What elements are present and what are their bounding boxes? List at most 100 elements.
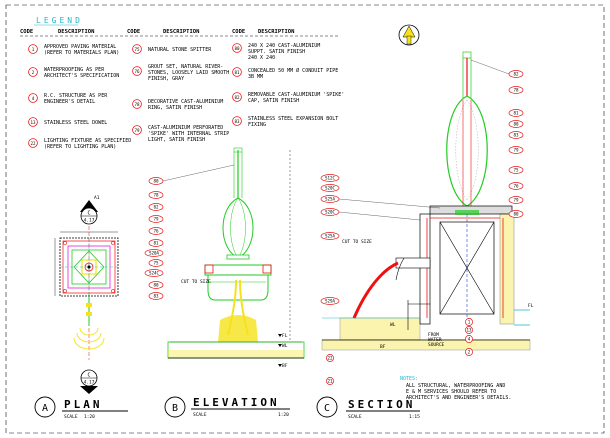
section-tag-76: 76 <box>508 182 524 190</box>
svg-text:81: 81 <box>234 70 240 75</box>
svg-text:80: 80 <box>234 46 240 51</box>
svg-text:APPROVED PAVING MATERIAL: APPROVED PAVING MATERIAL <box>44 44 116 50</box>
svg-text:81: 81 <box>153 241 159 246</box>
elevation-cut-label: CUT TO SIZE <box>181 279 211 285</box>
elevation-tag-83: 83 <box>148 292 164 300</box>
section-level-wl: WL <box>390 322 396 328</box>
svg-text:3B MM: 3B MM <box>248 74 263 80</box>
legend-item-83: 83 STAINLESS STEEL EXPANSION BOLT FIXING <box>232 116 338 128</box>
svg-text:79: 79 <box>513 148 519 153</box>
svg-text:(REFER TO MATERIALS PLAN): (REFER TO MATERIALS PLAN) <box>44 50 119 56</box>
title-elevation: B ELEVATION SCALE 1:20 <box>164 396 290 418</box>
svg-text:4.17: 4.17 <box>84 218 95 224</box>
svg-text:CAP, SATIN FINISH: CAP, SATIN FINISH <box>248 98 299 104</box>
svg-text:C: C <box>87 211 90 217</box>
section-level-fl: FL <box>528 303 534 309</box>
svg-text:STAINLESS STEEL DOWEL: STAINLESS STEEL DOWEL <box>44 120 107 126</box>
legend-desc-header-3: DESCRIPTION <box>258 29 294 35</box>
elevation-tag-s20a: S20A <box>144 249 164 257</box>
elevation-tag-78: 78 <box>148 191 164 199</box>
svg-text:80: 80 <box>513 212 519 217</box>
legend-desc-header-1: DESCRIPTION <box>58 29 94 35</box>
svg-text:76: 76 <box>134 69 140 74</box>
elevation-tag-80: 80 <box>148 164 235 185</box>
svg-text:1:15: 1:15 <box>409 414 420 420</box>
section-flow-label-2: WATER <box>428 337 442 343</box>
svg-text:SCALE: SCALE <box>64 414 78 420</box>
svg-text:'SPIKE' WITH INTERNAL STRIP: 'SPIKE' WITH INTERNAL STRIP <box>148 131 229 137</box>
svg-text:ENGINEER'S DETAIL: ENGINEER'S DETAIL <box>44 99 95 105</box>
svg-text:83: 83 <box>513 133 519 138</box>
section-tag-80b: 80 <box>508 210 524 218</box>
legend-item-2: 2 WATERPROOFING AS PER ARCHITECT'S SPECI… <box>28 67 119 79</box>
svg-text:RING, SATIN FINISH: RING, SATIN FINISH <box>148 105 202 111</box>
svg-text:13: 13 <box>30 120 36 125</box>
elevation-tag-80b: 80 <box>148 281 164 289</box>
svg-text:4: 4 <box>32 96 35 101</box>
elevation-tag-79: 79 <box>148 215 164 223</box>
legend-item-75: 75 NATURAL STONE SPITTER <box>132 44 212 54</box>
title-section: C SECTION SCALE 1:15 <box>316 396 420 420</box>
svg-text:2: 2 <box>468 350 471 355</box>
legend-desc-header-2: DESCRIPTION <box>163 29 199 35</box>
legend-item-22: 22 LIGHTING FIXTURE AS SPECIFIED (REFER … <box>28 138 131 150</box>
section-tag-s25a-b: S25A <box>320 232 340 240</box>
elevation-level-bf: BF <box>282 363 288 369</box>
svg-text:83: 83 <box>153 294 159 299</box>
svg-text:1:20: 1:20 <box>84 414 95 420</box>
svg-text:78: 78 <box>153 193 159 198</box>
legend: LEGEND CODE DESCRIPTION CODE DESCRIPTION… <box>20 16 344 150</box>
svg-text:S29A: S29A <box>325 299 336 304</box>
svg-text:81: 81 <box>513 111 519 116</box>
svg-text:S12C: S12C <box>325 176 336 181</box>
svg-text:21: 21 <box>327 379 333 384</box>
legend-code-header-3: CODE <box>232 29 245 35</box>
svg-text:S25A: S25A <box>325 234 336 239</box>
section-tag-s12c: S12C <box>320 174 340 182</box>
section-spitter <box>446 95 488 207</box>
svg-text:75: 75 <box>153 261 159 266</box>
notes-title: NOTES: <box>400 376 418 382</box>
svg-text:240 X 240: 240 X 240 <box>248 55 275 61</box>
section-tag-75: 75 <box>508 166 524 174</box>
svg-text:S20C: S20C <box>325 210 336 215</box>
title-plan-letter: A <box>42 403 48 414</box>
section-tag-1: 1 <box>465 318 473 326</box>
svg-text:LIGHTING FIXTURE AS SPECIFIED: LIGHTING FIXTURE AS SPECIFIED <box>44 138 131 144</box>
svg-text:GROUT SET, NATURAL RIVER-: GROUT SET, NATURAL RIVER- <box>148 64 223 70</box>
title-elevation-letter: B <box>172 403 178 414</box>
svg-text:4: 4 <box>468 337 471 342</box>
svg-text:FIXING: FIXING <box>248 122 266 128</box>
svg-text:C: C <box>87 373 90 379</box>
section-tag-s25a: S25A <box>320 195 340 203</box>
svg-text:FINISH, GRAY: FINISH, GRAY <box>148 76 184 82</box>
svg-text:LIGHT, SATIN FINISH: LIGHT, SATIN FINISH <box>148 137 205 143</box>
section-tag-79: 79 <box>508 146 524 154</box>
svg-text:S20C: S20C <box>325 186 336 191</box>
north-arrow-icon <box>398 24 420 46</box>
elevation-level-wl: WL <box>282 343 288 349</box>
section-tag-s29a: S29A <box>320 297 340 305</box>
section-tag-13: 13 <box>465 326 473 334</box>
legend-code-header-1: CODE <box>20 29 33 35</box>
section-tag-s20c: S20C <box>320 184 340 192</box>
svg-text:S20A: S20A <box>149 251 160 256</box>
svg-text:S25A: S25A <box>325 197 336 202</box>
section-tag-4: 4 <box>465 335 473 343</box>
legend-item-79: 79 CAST-ALUMINIUM PERFORATED 'SPIKE' WIT… <box>132 125 229 143</box>
svg-text:22: 22 <box>327 356 333 361</box>
svg-text:82: 82 <box>234 95 240 100</box>
svg-text:2: 2 <box>32 70 35 75</box>
svg-text:A1: A1 <box>94 195 100 201</box>
legend-item-78: 78 DECORATIVE CAST-ALUMINIUM RING, SATIN… <box>132 99 223 111</box>
legend-item-80: 80 240 X 240 CAST-ALUMINIUM SUPPT. SATIN… <box>232 43 320 61</box>
elevation-tag-81: 81 <box>148 239 164 247</box>
section-flow-label-3: SOURCE <box>428 342 445 348</box>
svg-text:80: 80 <box>153 179 159 184</box>
elevation-tag-75: 75 <box>148 259 164 267</box>
elevation-spitter <box>222 197 254 259</box>
legend-item-13: 13 STAINLESS STEEL DOWEL <box>28 117 107 127</box>
plan-view: C 4.17 A1 C <box>54 195 119 394</box>
svg-text:STAINLESS STEEL EXPANSION BOLT: STAINLESS STEEL EXPANSION BOLT <box>248 116 338 122</box>
